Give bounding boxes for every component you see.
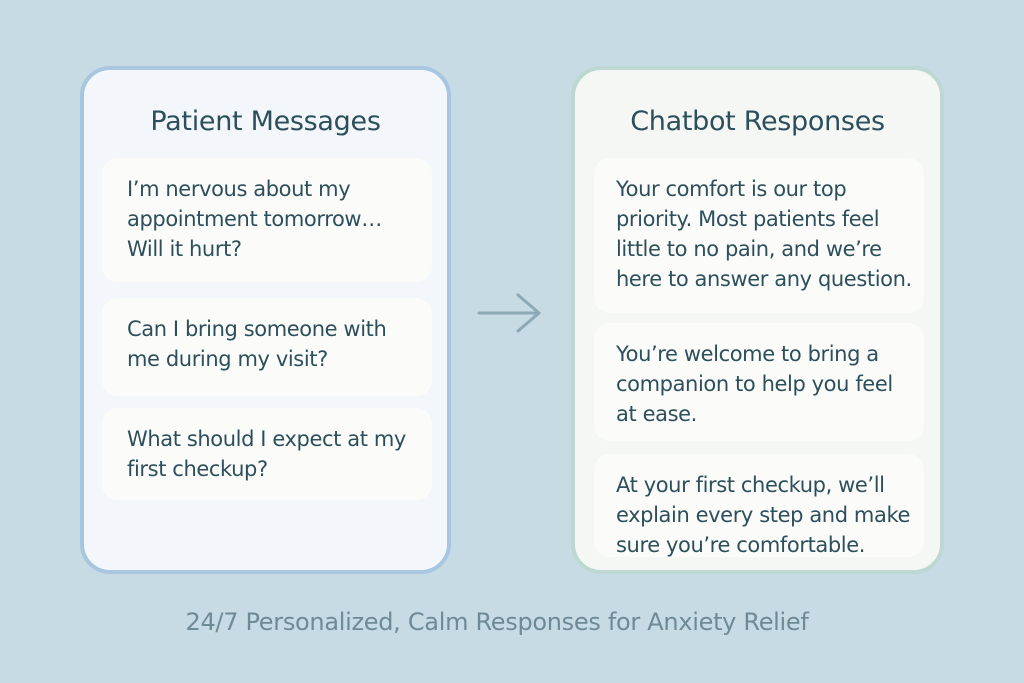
chatbot-response-bubble: Your comfort is our top priority. Most p…: [594, 158, 924, 313]
caption: 24/7 Personalized, Calm Responses for An…: [185, 608, 809, 636]
chatbot-response-bubble: At your first checkup, we’ll explain eve…: [594, 454, 924, 557]
arrow-right-icon: [477, 293, 541, 333]
patient-message-bubble: What should I expect at my first checkup…: [102, 408, 432, 500]
patient-message-bubble: I’m nervous about my appointment tomorro…: [102, 158, 432, 282]
patient-messages-panel: Patient Messages I’m nervous about my ap…: [80, 66, 451, 574]
patient-message-bubble: Can I bring someone with me during my vi…: [102, 298, 432, 396]
chatbot-response-bubble: You’re welcome to bring a companion to h…: [594, 323, 924, 441]
patient-messages-title: Patient Messages: [150, 106, 381, 137]
chatbot-responses-panel: Chatbot Responses Your comfort is our to…: [571, 66, 944, 574]
chatbot-responses-title: Chatbot Responses: [630, 106, 885, 137]
